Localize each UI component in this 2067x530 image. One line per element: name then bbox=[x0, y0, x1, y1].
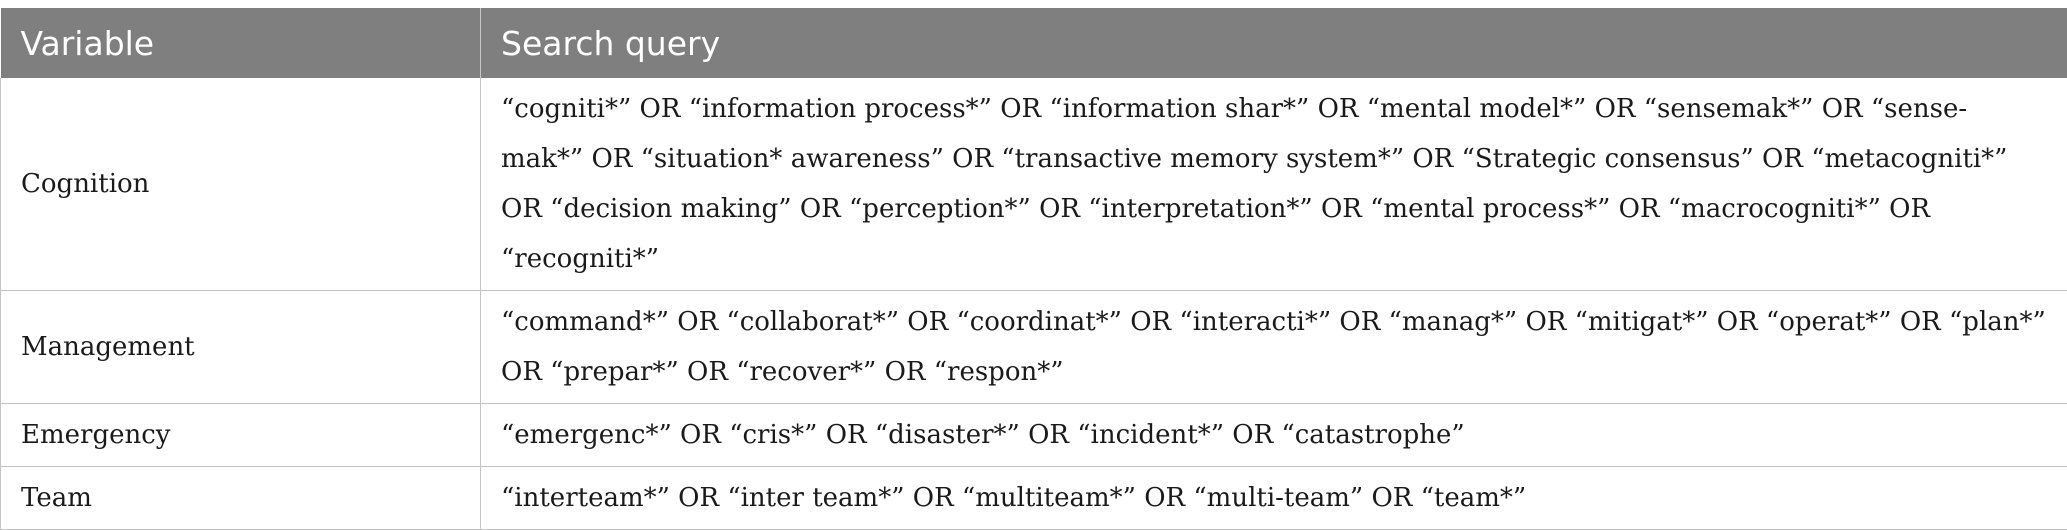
table-header: Variable Search query bbox=[1, 8, 2067, 78]
variable-cell: Management bbox=[1, 291, 481, 404]
search-query-cell: “emergenc*” OR “cris*” OR “disaster*” OR… bbox=[481, 404, 2067, 467]
variable-cell: Emergency bbox=[1, 404, 481, 467]
table-row: Cognition “cogniti*” OR “information pro… bbox=[1, 78, 2067, 291]
table-body: Cognition “cogniti*” OR “information pro… bbox=[1, 78, 2067, 530]
header-row: Variable Search query bbox=[1, 8, 2067, 78]
table-row: Team “interteam*” OR “inter team*” OR “m… bbox=[1, 467, 2067, 530]
table-row: Emergency “emergenc*” OR “cris*” OR “dis… bbox=[1, 404, 2067, 467]
column-header-search-query: Search query bbox=[481, 8, 2067, 78]
column-header-variable: Variable bbox=[1, 8, 481, 78]
search-query-table-container: Variable Search query Cognition “cogniti… bbox=[0, 8, 2067, 530]
search-query-cell: “command*” OR “collaborat*” OR “coordina… bbox=[481, 291, 2067, 404]
table-row: Management “command*” OR “collaborat*” O… bbox=[1, 291, 2067, 404]
variable-cell: Team bbox=[1, 467, 481, 530]
variable-cell: Cognition bbox=[1, 78, 481, 291]
search-query-cell: “interteam*” OR “inter team*” OR “multit… bbox=[481, 467, 2067, 530]
search-query-table: Variable Search query Cognition “cogniti… bbox=[0, 8, 2067, 530]
search-query-cell: “cogniti*” OR “information process*” OR … bbox=[481, 78, 2067, 291]
